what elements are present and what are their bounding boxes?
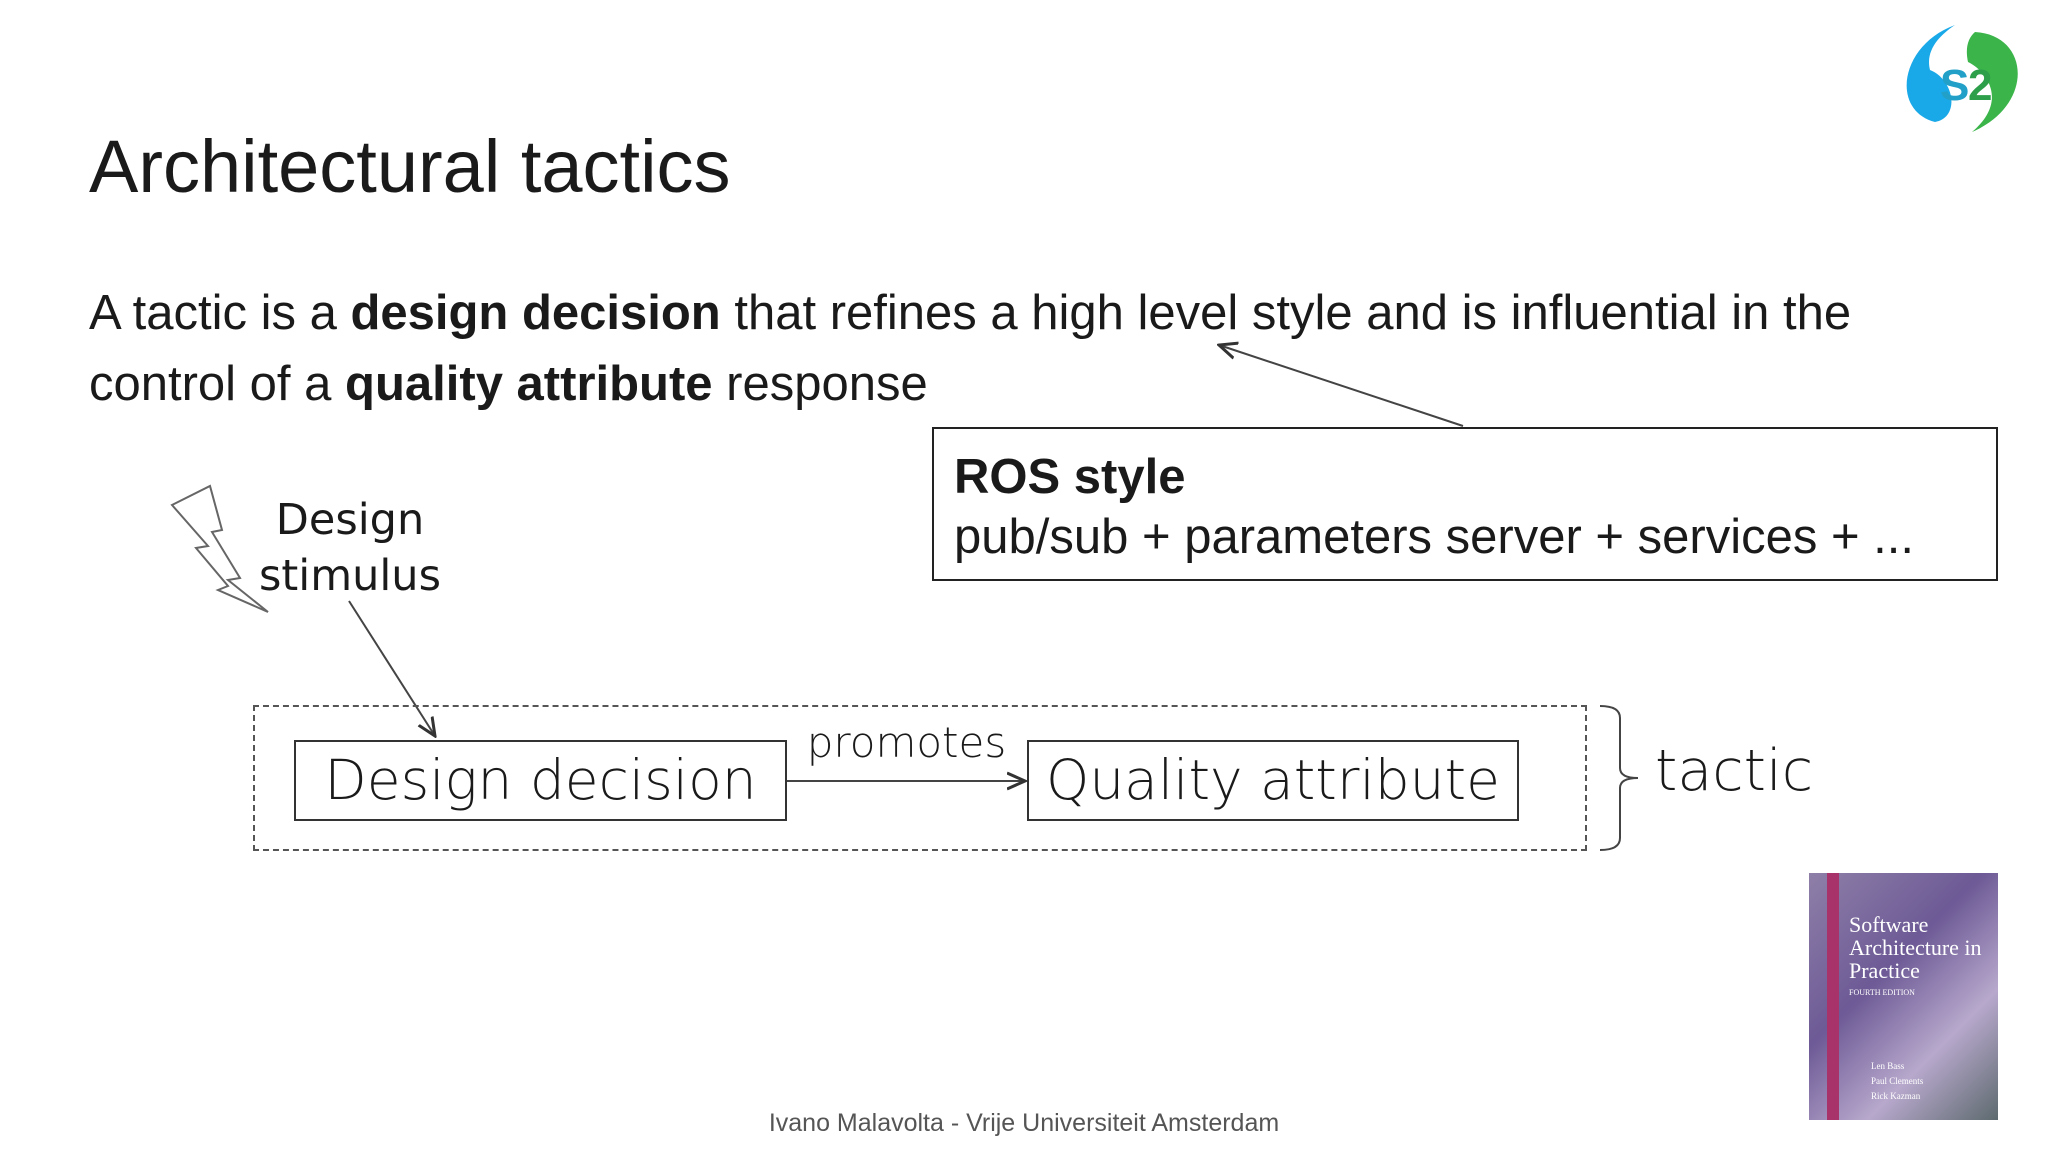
- body-bold-quality-attribute: quality attribute: [345, 357, 713, 411]
- book-author: Rick Kazman: [1871, 1091, 1921, 1101]
- body-text: that refines a high level style and is i…: [89, 286, 1852, 411]
- book-authors: Len Bass Paul Clements Rick Kazman: [1871, 1059, 1923, 1104]
- definition-text: A tactic is a design decision that refin…: [89, 278, 1989, 420]
- s2-logo-icon: S 2: [1906, 25, 2018, 132]
- book-edition: FOURTH EDITION: [1849, 988, 1915, 997]
- ros-style-subtitle: pub/sub + parameters server + services +…: [954, 510, 1915, 564]
- book-author: Paul Clements: [1871, 1076, 1924, 1086]
- svg-text:S: S: [1940, 61, 1969, 110]
- slide-title: Architectural tactics: [89, 125, 731, 208]
- stimulus-line: Design: [275, 495, 425, 545]
- promotes-label: promotes: [806, 718, 1007, 767]
- slide-footer: Ivano Malavolta - Vrije Universiteit Ams…: [768, 1109, 1280, 1137]
- ros-style-title: ROS style: [954, 450, 1186, 504]
- book-title: Software Architecture in Practice: [1849, 912, 1982, 983]
- tactic-label: tactic: [1655, 738, 1814, 804]
- book-cover-image: Software Architecture in Practice FOURTH…: [1809, 873, 1998, 1120]
- book-author: Len Bass: [1871, 1061, 1905, 1071]
- design-decision-box: Design decision: [294, 740, 787, 821]
- body-text: response: [712, 357, 928, 411]
- tactic-brace: [1599, 705, 1639, 851]
- stimulus-line: stimulus: [259, 551, 441, 601]
- body-bold-design-decision: design decision: [350, 286, 721, 340]
- svg-text:2: 2: [1968, 61, 1992, 110]
- book-spine: [1827, 873, 1839, 1120]
- body-text: A tactic is a: [89, 286, 351, 340]
- style-arrow: [1219, 345, 1464, 427]
- ros-style-box: ROS style pub/sub + parameters server + …: [932, 427, 1998, 581]
- design-stimulus-label: Design stimulus: [250, 492, 450, 604]
- stimulus-arrow: [348, 600, 435, 736]
- quality-attribute-box: Quality attribute: [1027, 740, 1519, 821]
- lightning-icon: [170, 484, 269, 613]
- tactic-dashed-group: [253, 705, 1587, 851]
